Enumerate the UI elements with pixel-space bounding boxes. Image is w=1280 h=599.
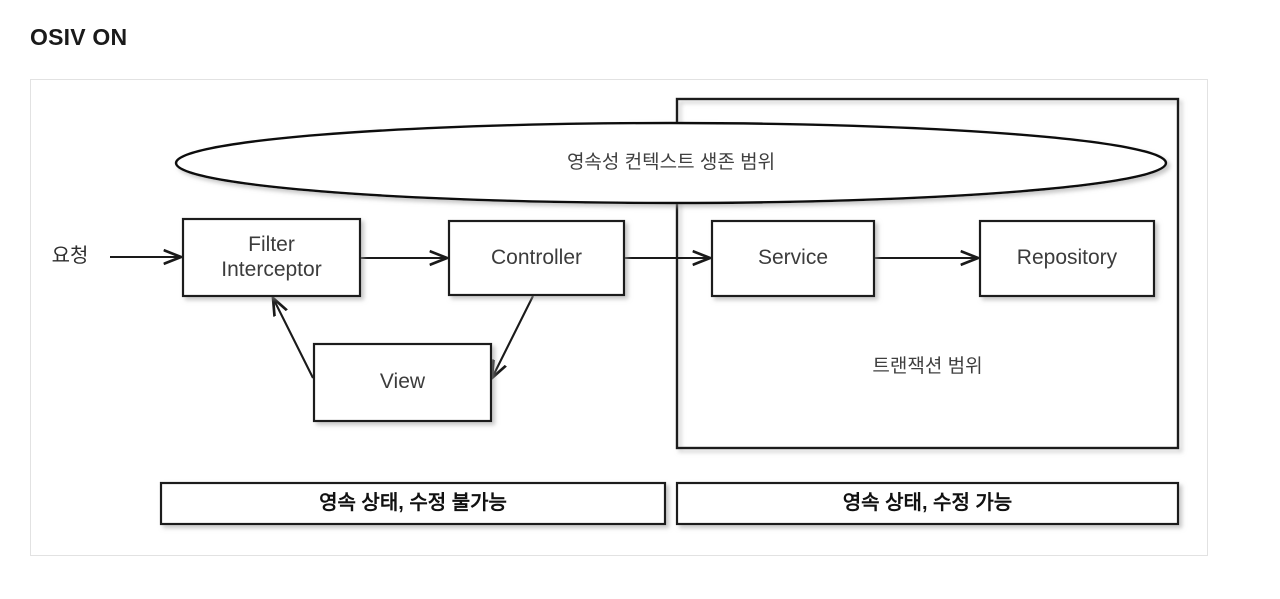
node-filter-interceptor-label[interactable]: Filter Interceptor [221, 232, 322, 281]
transaction-scope-label: 트랜잭션 범위 [872, 355, 983, 377]
page-title: OSIV ON [30, 24, 128, 50]
node-service-label[interactable]: Service [757, 246, 829, 270]
legend-bar-right-label: 영속 상태, 수정 가능 [842, 491, 1013, 514]
node-repository-label[interactable]: Repository [1016, 246, 1118, 270]
legend-bar-left-label: 영속 상태, 수정 불가능 [319, 491, 507, 514]
node-controller-label[interactable]: Controller [490, 245, 583, 269]
request-entry-label: 요청 [51, 245, 89, 268]
persistence-context-scope-label: 영속성 컨텍스트 생존 범위 [566, 151, 776, 173]
node-view-label[interactable]: View [379, 370, 426, 394]
